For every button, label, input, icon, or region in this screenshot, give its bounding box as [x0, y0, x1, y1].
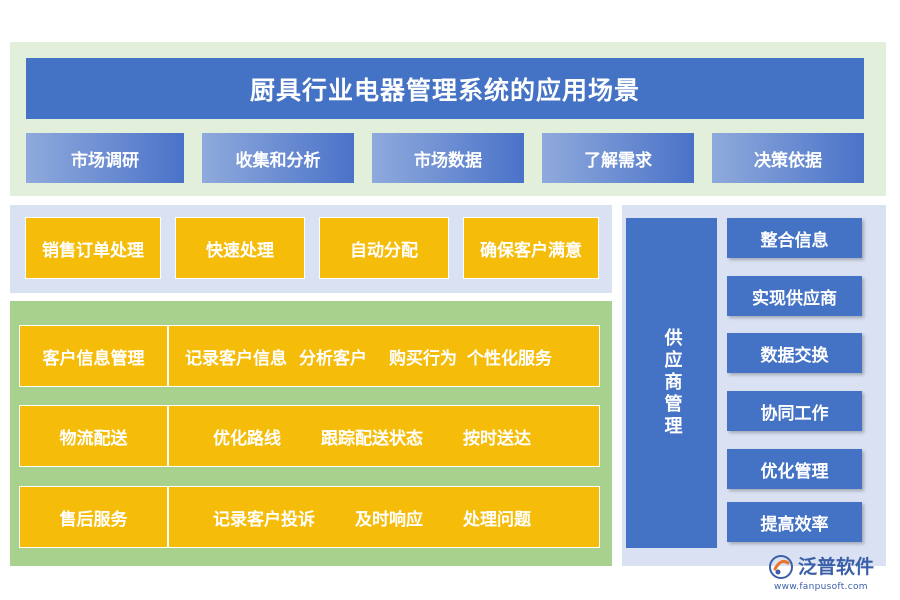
logo-name: 泛普软件: [798, 556, 875, 578]
row-item: 处理问题: [463, 509, 531, 530]
row-item: 购买行为: [389, 348, 457, 369]
topic-market-data: 市场数据: [372, 133, 524, 183]
supplier-item-optimize-management: 优化管理: [727, 449, 862, 489]
diagram-title: 厨具行业电器管理系统的应用场景: [26, 58, 864, 119]
row-item: 记录客户投诉: [213, 509, 315, 530]
row-head-logistics: 物流配送: [19, 405, 168, 467]
row-item: 及时响应: [355, 509, 423, 530]
row-head-customer-info: 客户信息管理: [19, 325, 168, 387]
supplier-item-realize-supplier: 实现供应商: [727, 276, 862, 316]
supplier-management-label: 供应商管理: [626, 218, 717, 548]
row-item: 记录客户信息: [185, 348, 287, 369]
logo-url: www.fanpusoft.com: [774, 582, 868, 592]
row-item: 跟踪配送状态: [321, 428, 423, 449]
row-item: 优化路线: [213, 428, 281, 449]
topic-collect-analyze: 收集和分析: [202, 133, 354, 183]
fanpu-logo: 泛普软件 www.fanpusoft.com: [768, 552, 893, 598]
row-body-after-sales: 记录客户投诉 及时响应 处理问题: [168, 486, 600, 548]
supplier-item-collaborate: 协同工作: [727, 391, 862, 431]
supplier-item-data-exchange: 数据交换: [727, 333, 862, 373]
row-body-customer-info: 记录客户信息 分析客户 购买行为 个性化服务: [168, 325, 600, 387]
topic-decision-basis: 决策依据: [712, 133, 864, 183]
fanpu-logo-icon: [769, 555, 793, 579]
row-head-after-sales: 售后服务: [19, 486, 168, 548]
row-item: 按时送达: [463, 428, 531, 449]
supplier-management-text: 供应商管理: [661, 328, 683, 438]
order-step-sales-order: 销售订单处理: [25, 217, 161, 279]
order-step-customer-satisfaction: 确保客户满意: [463, 217, 599, 279]
row-item: 分析客户: [299, 348, 367, 369]
supplier-item-improve-efficiency: 提高效率: [727, 502, 862, 542]
order-step-fast-processing: 快速处理: [175, 217, 305, 279]
topic-understand-needs: 了解需求: [542, 133, 694, 183]
row-body-logistics: 优化路线 跟踪配送状态 按时送达: [168, 405, 600, 467]
order-step-auto-assign: 自动分配: [319, 217, 449, 279]
topic-market-research: 市场调研: [26, 133, 184, 183]
supplier-item-integrate-info: 整合信息: [727, 218, 862, 258]
row-item: 个性化服务: [467, 348, 552, 369]
